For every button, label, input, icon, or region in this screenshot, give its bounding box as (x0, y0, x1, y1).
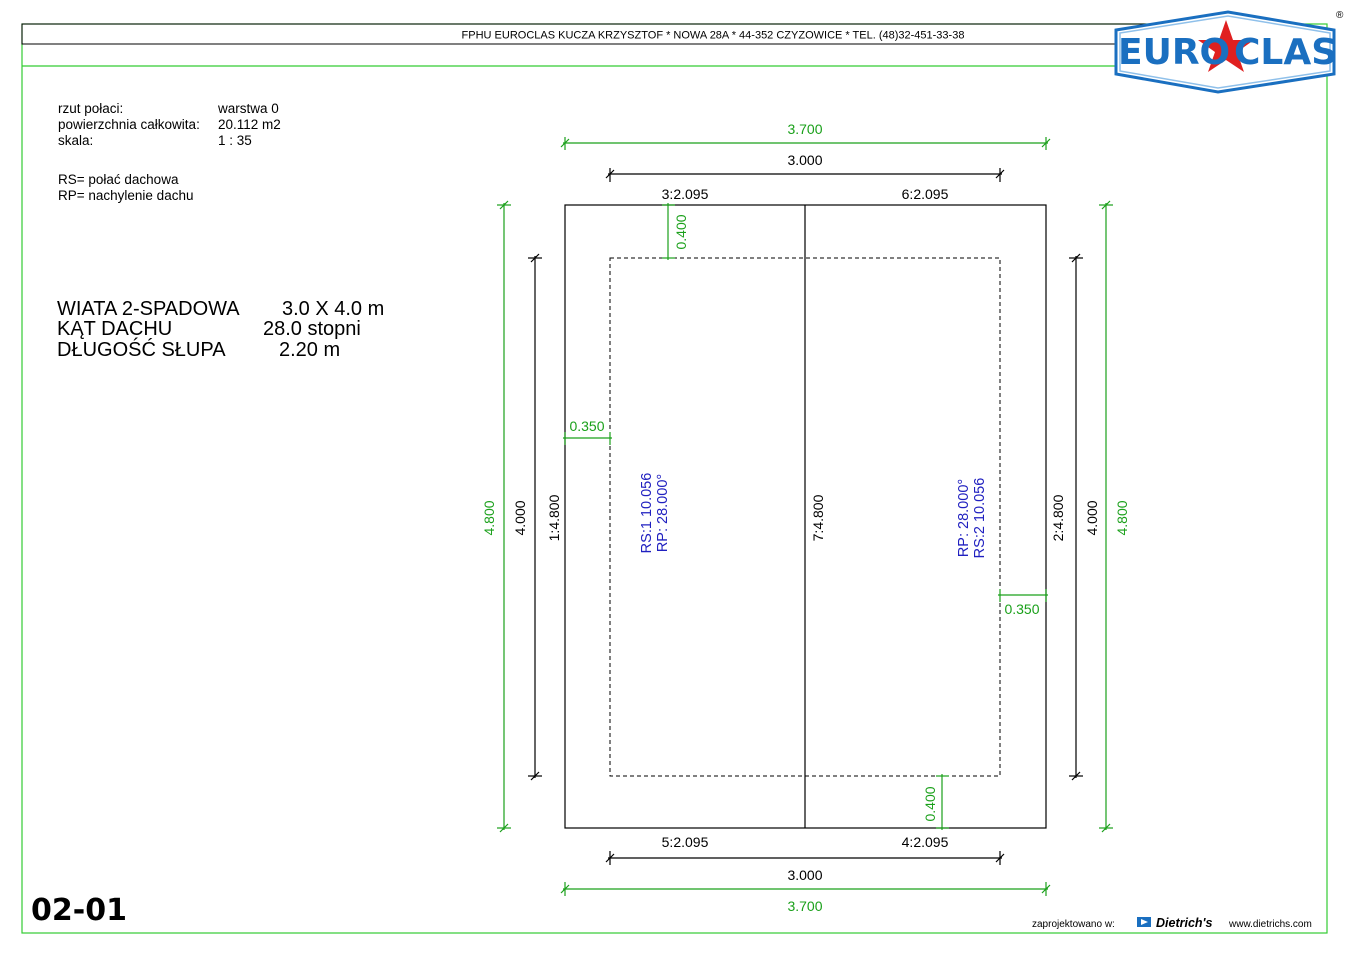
designed-with-label: zaprojektowano w: (1032, 919, 1115, 930)
dim-right-inner-line (1069, 253, 1083, 781)
slope-left-rp: RP: 28.000° (655, 474, 671, 552)
value-skala: 1 : 35 (218, 133, 252, 148)
spec-row1-value: 3.0 X 4.0 m (282, 298, 384, 320)
dim-left-inner: 4.000 (512, 500, 528, 535)
spec-row3-value: 2.20 m (279, 339, 340, 361)
dim-top-outer-line (560, 137, 1051, 150)
dim-overhang-top: 0.400 (673, 214, 689, 249)
label-powierzchnia: powierzchnia całkowita: (58, 117, 200, 132)
dim-bottom-outer-line (560, 882, 1051, 896)
spec-row2-value: 28.0 stopni (263, 318, 361, 340)
dim-top-outer: 3.700 (787, 121, 822, 137)
dim-bottom-right-edge: 4:2.095 (902, 834, 949, 850)
dim-top-inner-line (605, 168, 1005, 182)
dim-overhang-left: 0.350 (569, 418, 604, 434)
dim-top-right-edge: 6:2.095 (902, 186, 949, 202)
logo-text-left: EURO (1118, 32, 1230, 73)
spec-row1-label: WIATA 2-SPADOWA (57, 298, 240, 320)
dim-overhang-top-line (662, 203, 675, 260)
dim-left-outer: 4.800 (481, 500, 497, 535)
label-rzut: rzut połaci: (58, 101, 123, 116)
dim-overhang-bottom-line (936, 774, 949, 830)
dim-left-inner-line (528, 253, 542, 781)
slope-left-rs: RS:1 10.056 (639, 473, 655, 554)
dim-bottom-left-edge: 5:2.095 (662, 834, 709, 850)
euroclas-logo: EURO CLAS (1114, 10, 1337, 94)
dim-overhang-left-line (563, 432, 612, 445)
slope-right-rs: RS:2 10.056 (972, 478, 988, 559)
legend-rp: RP= nachylenie dachu (58, 188, 193, 203)
dim-top-left-edge: 3:2.095 (662, 186, 709, 202)
registered-mark: ® (1336, 10, 1344, 21)
drawing-code: 02-01 (31, 893, 127, 928)
software-name: Dietrich's (1156, 916, 1213, 930)
dim-bottom-inner: 3.000 (787, 867, 822, 883)
dim-right-inner: 4.000 (1084, 500, 1100, 535)
logo-text-right: CLAS (1234, 32, 1337, 73)
dim-bottom-outer: 3.700 (787, 898, 822, 914)
legend-rs: RS= połać dachowa (58, 172, 179, 187)
website: www.dietrichs.com (1228, 919, 1312, 930)
label-skala: skala: (58, 133, 93, 148)
star-icon (1198, 20, 1254, 72)
spec-row2-label: KĄT DACHU (57, 318, 172, 340)
dim-top-inner: 3.000 (787, 152, 822, 168)
sheet-frame (21, 23, 1328, 934)
dim-overhang-bottom: 0.400 (922, 786, 938, 821)
dim-ridge: 7:4.800 (810, 494, 826, 541)
slope-right-rp: RP: 28.000° (956, 479, 972, 557)
dim-right-outer-line (1099, 200, 1113, 833)
dim-right-outer: 4.800 (1114, 500, 1130, 535)
spec-row3-label: DŁUGOŚĆ SŁUPA (57, 337, 226, 361)
dim-left-edge: 1:4.800 (546, 494, 562, 541)
value-powierzchnia: 20.112 m2 (218, 117, 281, 132)
dim-right-edge: 2:4.800 (1050, 494, 1066, 541)
company-header: FPHU EUROCLAS KUCZA KRZYSZTOF * NOWA 28A… (462, 30, 965, 42)
dim-overhang-right-line (998, 589, 1048, 602)
dim-overhang-right: 0.350 (1004, 601, 1039, 617)
dim-bottom-inner-line (605, 851, 1005, 865)
dim-left-outer-line (497, 200, 511, 833)
value-rzut: warstwa 0 (217, 101, 279, 116)
dietrichs-logo-icon (1137, 917, 1151, 927)
wall-outline (609, 257, 1001, 777)
